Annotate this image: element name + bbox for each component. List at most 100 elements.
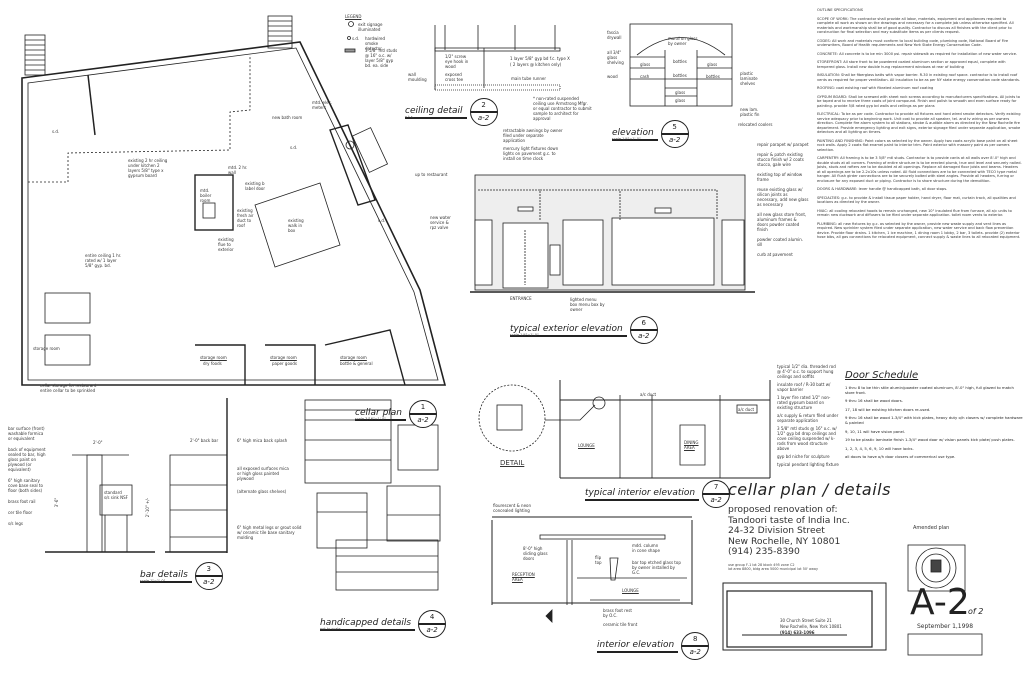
plan-note: mtd. boiler room: [200, 188, 212, 203]
bar-note: bar surface (front) washable formica or …: [8, 426, 45, 441]
spec-section: STOREFRONT: All store front to be powder…: [817, 60, 1006, 69]
sheet-number: A-2: [910, 582, 970, 623]
plan-note: mtd. elec. meters: [312, 100, 333, 110]
smoke-detector-icon: s.d.: [52, 129, 60, 134]
ceiling-note: 1/2" screw eye hook in wood: [445, 54, 469, 69]
door-schedule-line: 9 thru 16 shall be wood 1-3/4" with kick…: [845, 415, 1023, 425]
int-note: mdd. column in cone shape: [632, 543, 660, 553]
int-note: flip top: [595, 555, 602, 565]
boiler-room: [194, 174, 234, 231]
int-note: bar top etched glass top by owner instal…: [632, 560, 681, 575]
dimension: 2'-0": [93, 440, 103, 445]
dimension: 2'-10" +/-: [145, 497, 151, 518]
door-schedule-line: 1 thru 8 to be thin stile alumin/powder …: [845, 385, 1014, 395]
room-use: dry foods: [203, 361, 222, 366]
duct-label: a/c duct: [738, 407, 755, 412]
zoning-line: lot area 8800, bldg area 5000 municipal …: [728, 567, 818, 572]
ext-note: lighted menu box menu box by owner: [570, 297, 605, 312]
project-city: New Rochelle, NY 10801: [728, 535, 841, 547]
door-schedule-line: 17, 18 will be existing kitchen doors re…: [845, 406, 931, 412]
door-schedule-line: all doors to have o/h door closers of co…: [845, 454, 956, 460]
architect-seal-icon: [907, 544, 966, 592]
plan-note: cellar storage for restaurant entire cel…: [40, 383, 97, 393]
elev-note: wood: [607, 74, 618, 79]
legend-symbols: [344, 21, 356, 53]
elev-note: all 3/4" glass shelving: [607, 50, 624, 65]
spec-section: CARPENTRY: All framing is to be 3 5/8" m…: [817, 156, 1022, 183]
int-note: flourescent & neon concealed lighting: [493, 503, 532, 513]
room-label: RECEPTION AREA: [512, 572, 535, 582]
entrance-label: ENTRANCE: [510, 296, 532, 301]
ext-note: repair parapet w/ parapet: [757, 142, 809, 147]
duct-label: a/c duct: [640, 392, 657, 397]
int-note: 8'-0" high sliding glass doors: [523, 546, 548, 561]
plan-note: storage room: [33, 346, 60, 351]
room-label: DINING AREA: [684, 440, 699, 450]
int-note: insulate roof / R-30 batt w/ vapor barri…: [777, 382, 831, 392]
int-note: typical 1/2" dia. threaded rod @ 4'-0" o…: [777, 364, 836, 379]
ceiling-note: ( 2 layers @ kitchen only): [510, 62, 562, 67]
drawing-title-handicapped-details: handicapped details: [320, 618, 416, 631]
project-street: 24-32 Division Street: [728, 525, 825, 536]
plan-note: mtd. 2 hr. wall: [228, 165, 248, 175]
handicapped-details-drawing: [304, 399, 441, 591]
door-schedule: Door Schedule 1 thru 8 to be thin stile …: [845, 370, 1023, 464]
project-line: proposed renovation of:: [728, 504, 838, 515]
spec-section: SCOPE OF WORK: The contractor shall prov…: [817, 16, 1014, 35]
shelf-label: bottles: [673, 59, 687, 64]
drawing-scale: scale 3/16"=1'-0": [355, 417, 386, 421]
outline-specifications: OUTLINE SPECIFICATIONS SCOPE OF WORK: Th…: [817, 8, 1022, 244]
shelf-label: glass: [640, 62, 651, 67]
bar-note: s/s legs: [8, 521, 23, 526]
spec-title: OUTLINE SPECIFICATIONS: [817, 8, 863, 12]
ext-note: reuse existing glass w/ silicon joints a…: [757, 187, 809, 207]
cellar-plan-walls: [21, 41, 447, 386]
spec-section: DOORS & HARDWARE: lever handle @ handica…: [817, 187, 948, 191]
title-block-frame: [722, 582, 983, 656]
bar-note: brass foot rail: [8, 499, 36, 504]
ceiling-detail-drawing: [434, 25, 561, 91]
room-label: LOUNGE: [622, 588, 639, 593]
spec-section: SPECIALTIES: g.c. to provide & install t…: [817, 195, 1016, 205]
drawing-scale: scale 1/4"=1'-0": [612, 137, 641, 141]
int7-notes: typical 1/2" dia. threaded rod @ 4'-0" o…: [777, 364, 839, 467]
bar-note: 6" high metal legs or grout solid w/ cer…: [237, 525, 302, 540]
plan-note: existing b label door: [245, 181, 266, 191]
ext-note: powder coated alumin. sill: [757, 237, 804, 247]
typical-interior-elevation-drawing: [559, 380, 771, 479]
dimension: 2'-0" back bar: [190, 438, 219, 443]
detail-label: DETAIL: [500, 459, 525, 467]
ext-notes-left: retractable awnings by owner filed under…: [503, 128, 565, 161]
architect-phone: (914) 633-1096: [780, 630, 815, 635]
door-schedule-line: 1, 2, 3, 4, 5, 6, 9, 10 will have locks.: [845, 445, 914, 451]
plan-note: entire ceiling 1 hr. rated w/ 1 layer 5/…: [85, 253, 122, 268]
drawing-title-bar-details: bar details: [140, 570, 192, 583]
door-schedule-line: 9 thru 16 shall be wood doors.: [845, 398, 903, 404]
drawing-title-interior-elevation: interior elevation: [597, 640, 679, 653]
ceiling-footnote: * non-rated suspended ceiling use Armstr…: [533, 96, 592, 121]
smoke-detector-icon: s.d.: [290, 145, 298, 150]
exterior-elevation-drawing: [470, 174, 755, 293]
room-label: LOUNGE: [578, 443, 595, 448]
legend-item-smoke: hardwired smoke detector: [365, 36, 386, 51]
shelf-label: bottles: [706, 74, 720, 79]
legend-item-exit: exit signage illuminated: [358, 22, 383, 32]
ext-note: repair & patch existing stucco finish w/…: [757, 152, 804, 167]
int-note: gyp bd niche for sculpture: [777, 454, 830, 459]
drawing-scale: scale 1/4"=1'-0": [510, 333, 539, 337]
elev-note: relocated coolers: [738, 122, 773, 127]
stairs-icon: [24, 15, 389, 173]
bar-note: standard s/s sink NSF: [104, 490, 128, 500]
ext-note: curb at pavement: [757, 252, 793, 257]
drawing-title-cellar-plan: cellar plan: [355, 408, 406, 421]
amended-plan-label: Amended plan: [913, 525, 950, 531]
drawing-title-typical-interior-elevation: typical interior elevation: [585, 488, 700, 501]
